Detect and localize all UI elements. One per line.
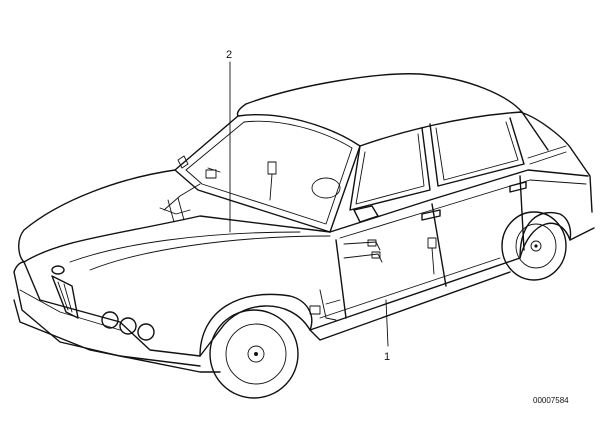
callout-label-1: 1	[384, 351, 390, 363]
drawing-number: 00007584	[533, 396, 569, 405]
rear-wheel	[501, 211, 567, 281]
callout-label-2: 2	[226, 49, 232, 61]
callout-leaders	[229, 61, 389, 347]
car-body	[13, 73, 595, 373]
wiring-harness	[159, 155, 437, 321]
front-wheel	[209, 309, 299, 399]
